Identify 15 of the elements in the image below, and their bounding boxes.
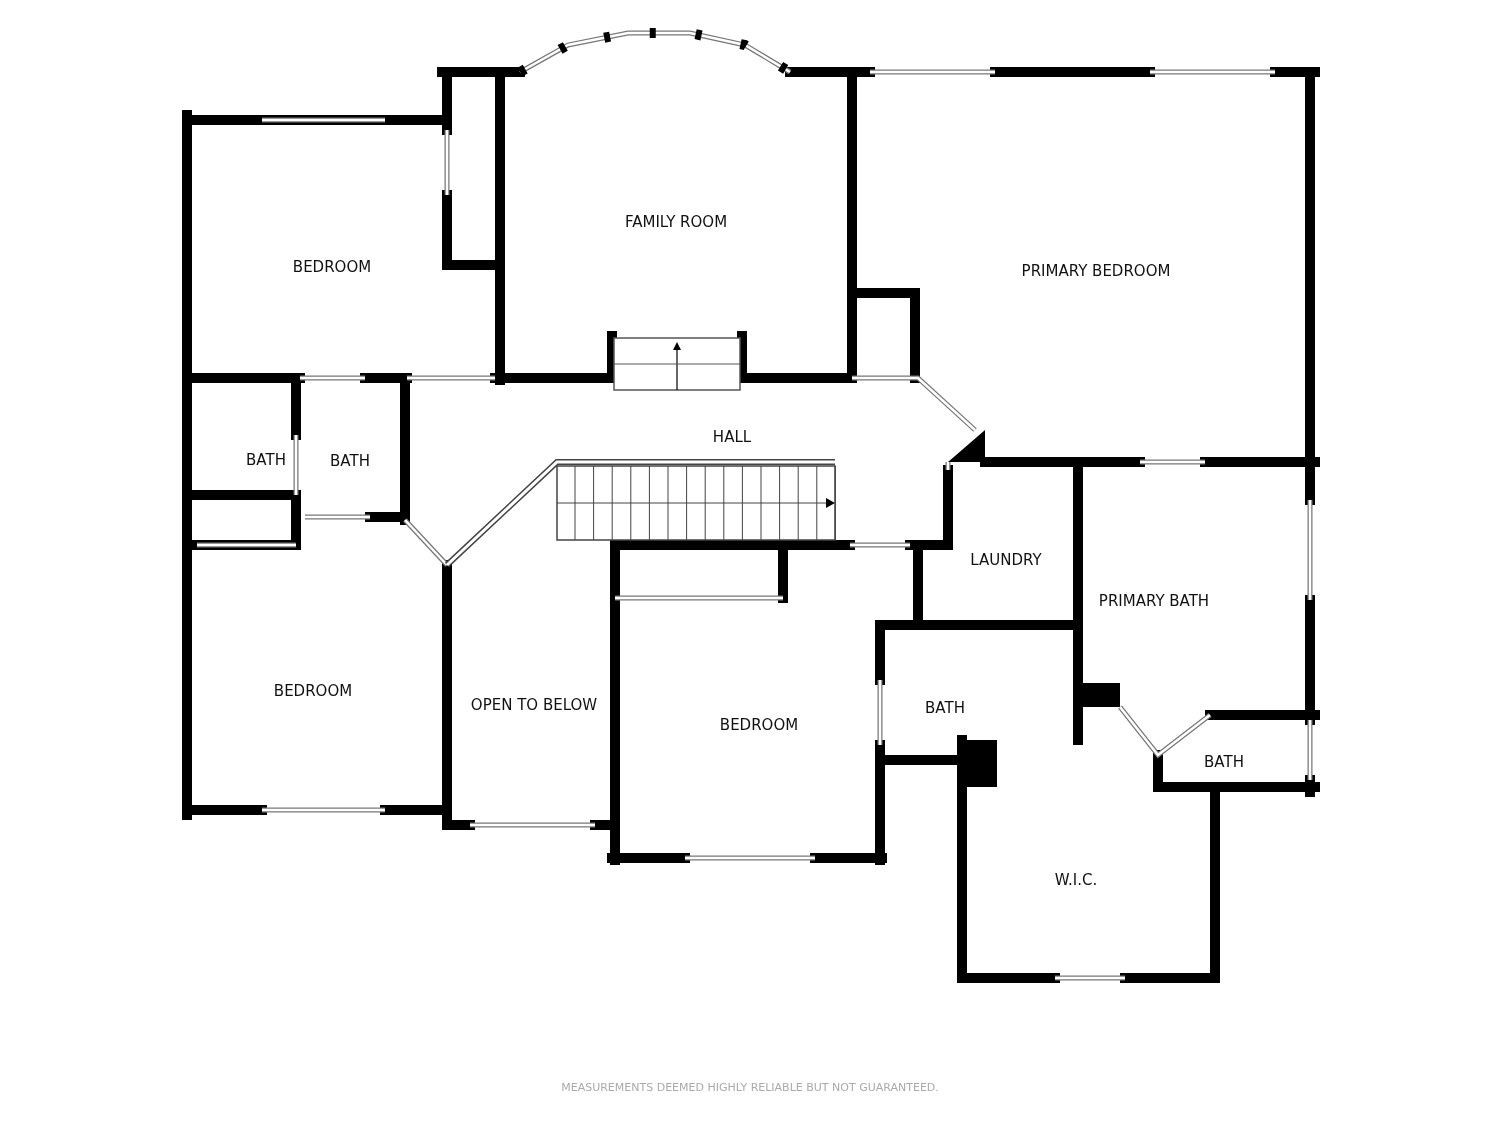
room-label: BATH <box>246 451 286 469</box>
footer-note: MEASUREMENTS DEEMED HIGHLY RELIABLE BUT NOT GUARANTEED. <box>561 1080 939 1094</box>
room-label: BEDROOM <box>273 682 353 700</box>
room-label: W.I.C. <box>1054 871 1098 889</box>
room-label: OPEN TO BELOW <box>470 696 598 714</box>
room-label: PRIMARY BEDROOM <box>1021 262 1171 280</box>
room-label: HALL <box>712 428 752 446</box>
room-label: BEDROOM <box>719 716 799 734</box>
room-label: BATH <box>330 452 370 470</box>
room-label: BATH <box>925 699 965 717</box>
room-label: FAMILY ROOM <box>624 213 728 231</box>
room-label: BEDROOM <box>292 258 372 276</box>
room-label: PRIMARY BATH <box>1098 592 1210 610</box>
room-label: LAUNDRY <box>970 551 1042 569</box>
room-label: BATH <box>1204 753 1244 771</box>
